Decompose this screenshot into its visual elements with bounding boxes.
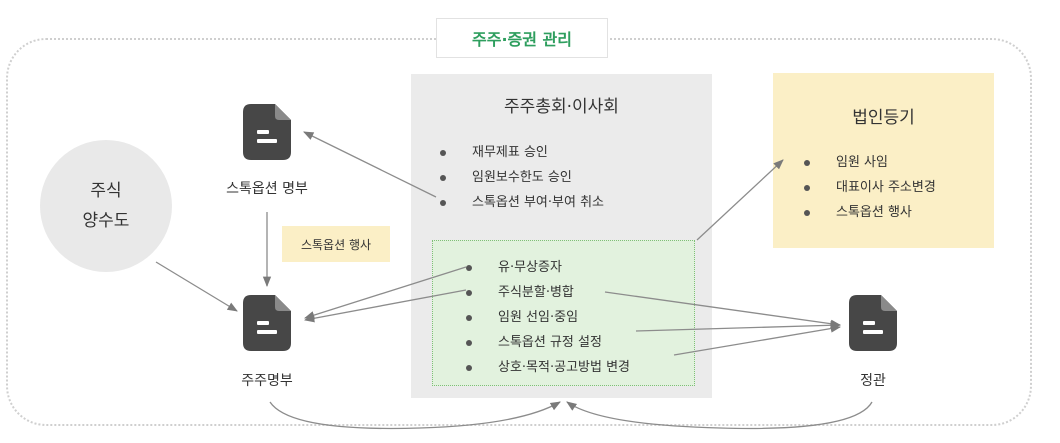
arc-shareholder-register-to-meeting xyxy=(269,401,561,430)
arrow-transfer-to-shareholder-register xyxy=(155,261,238,312)
meeting-title: 주주총회·이사회 xyxy=(504,97,619,117)
meeting-green-items: 유·무상증자 주식분할·병합 임원 선임·중임 스톡옵션 규정 설정 상호·목적… xyxy=(462,257,630,382)
stock-option-register-label: 스톡옵션 명부 xyxy=(226,181,308,197)
meeting-top-items: 재무제표 승인 임원보수한도 승인 스톡옵션 부여·부여 취소 xyxy=(436,142,604,217)
document-icon xyxy=(243,104,291,160)
arc-articles-to-meeting xyxy=(566,401,873,430)
articles-label: 정관 xyxy=(860,373,886,389)
stock-transfer-label-line1: 주식 xyxy=(90,181,122,201)
shareholder-register-label: 주주명부 xyxy=(241,373,293,389)
arrow-capital-increase-to-shareholder-register xyxy=(304,266,467,320)
list-item: 대표이사 주소변경 xyxy=(800,177,936,202)
arrow-split-to-articles xyxy=(604,291,842,328)
corporate-registry-title: 법인등기 xyxy=(852,108,915,128)
list-item: 유·무상증자 xyxy=(462,257,630,282)
document-icon xyxy=(849,295,897,351)
diagram-title: 주주·증권 관리 xyxy=(436,18,608,58)
arrow-meeting-to-registry xyxy=(696,159,784,241)
arrow-grant-to-option-register xyxy=(303,131,437,198)
list-item: 스톡옵션 행사 xyxy=(800,202,936,227)
list-item: 임원보수한도 승인 xyxy=(436,167,604,192)
stock-transfer-label-line2: 양수도 xyxy=(82,211,130,231)
corporate-registry-items: 임원 사임 대표이사 주소변경 스톡옵션 행사 xyxy=(800,152,936,227)
list-item: 주식분할·병합 xyxy=(462,282,630,307)
document-icon xyxy=(243,295,291,351)
stock-option-exercise-note: 스톡옵션 행사 xyxy=(282,226,390,262)
list-item: 상호·목적·공고방법 변경 xyxy=(462,357,630,382)
list-item: 재무제표 승인 xyxy=(436,142,604,167)
list-item: 스톡옵션 규정 설정 xyxy=(462,332,630,357)
stock-transfer-node: 주식 양수도 xyxy=(40,140,172,272)
list-item: 스톡옵션 부여·부여 취소 xyxy=(436,192,604,217)
arrow-name-change-to-articles xyxy=(673,324,842,356)
list-item: 임원 사임 xyxy=(800,152,936,177)
arrow-option-rules-to-articles xyxy=(635,321,842,332)
meeting-linked-items-box xyxy=(432,240,695,386)
arrow-split-to-shareholder-register xyxy=(303,289,467,323)
list-item: 임원 선임·중임 xyxy=(462,307,630,332)
